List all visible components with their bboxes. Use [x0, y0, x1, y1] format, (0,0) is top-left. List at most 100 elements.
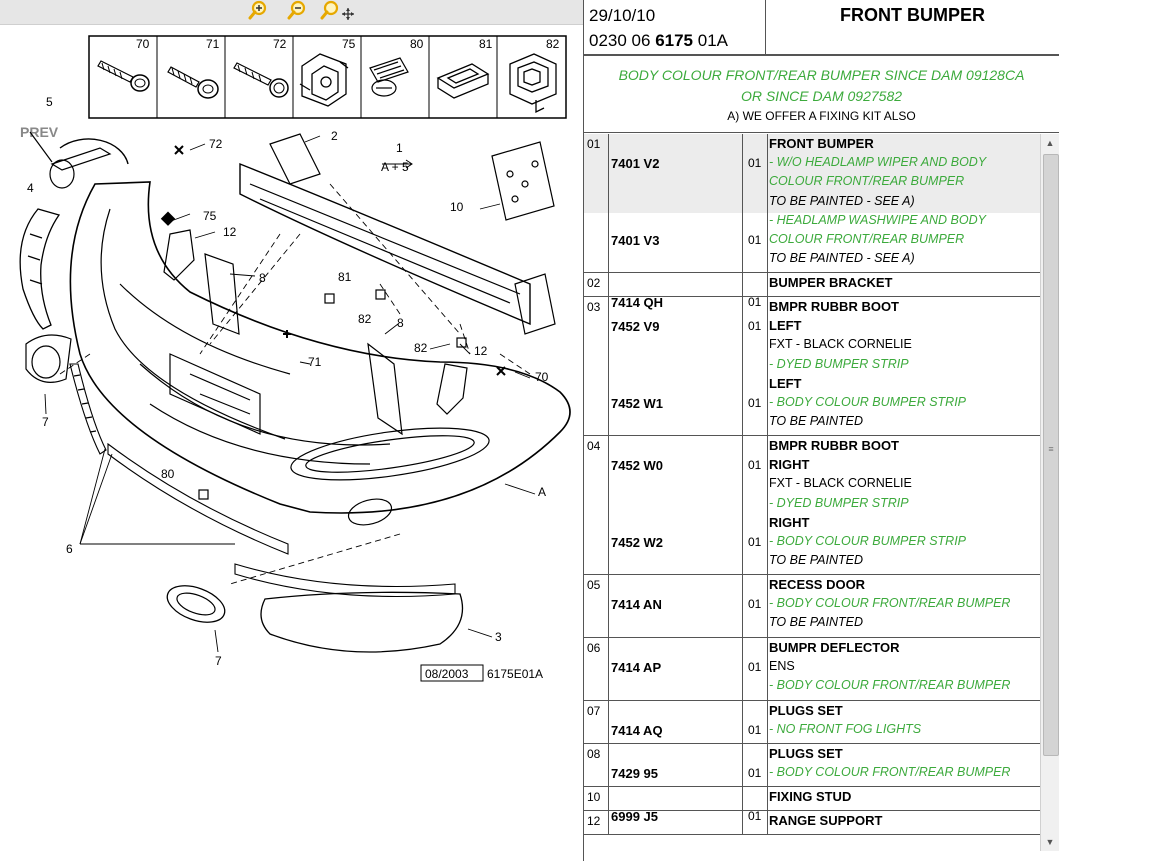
- part-description-line: LEFT: [769, 318, 802, 334]
- column-divider: [608, 744, 609, 786]
- callout-8b: 8: [397, 316, 404, 330]
- part-reference[interactable]: 6999 J5: [611, 809, 658, 825]
- column-divider: [608, 638, 609, 700]
- zoom-in-button[interactable]: [244, 0, 272, 22]
- part-quantity: 01: [748, 597, 762, 612]
- part-quantity: 01: [748, 156, 762, 171]
- part-description-line: - BODY COLOUR FRONT/REAR BUMPER: [769, 765, 1011, 780]
- part-number: 05: [587, 578, 601, 592]
- column-divider: [767, 811, 768, 834]
- zoom-in-icon: [248, 0, 267, 20]
- part-description-line: RIGHT: [769, 457, 810, 473]
- footer-ref: 6175E01A: [487, 667, 543, 681]
- part-description-line: FRONT BUMPER: [769, 136, 874, 151]
- page-title: FRONT BUMPER: [840, 5, 985, 25]
- column-divider: [767, 787, 768, 810]
- part-description-line: - BODY COLOUR BUMPER STRIP: [769, 534, 967, 548]
- part-reference[interactable]: 7452 V9: [611, 319, 660, 335]
- part-quantity: 01: [748, 766, 762, 781]
- part-reference[interactable]: 7452 W1: [611, 396, 664, 411]
- footer-date-box: [420, 664, 484, 682]
- column-divider: [742, 134, 743, 272]
- part-reference[interactable]: 7452 W0: [611, 458, 664, 474]
- callout-6: 6: [66, 542, 73, 556]
- part-reference[interactable]: 7414 QH: [611, 295, 664, 311]
- part-reference[interactable]: 7414 AP: [611, 660, 662, 676]
- grommet-81-icon: [436, 63, 490, 99]
- header-code: 0230 06 6175 01A: [589, 31, 728, 51]
- diagram-panel: 70 71 72 75 80 81 82 PREV: [0, 0, 583, 682]
- header-divider: [765, 0, 766, 54]
- column-divider: [608, 787, 609, 810]
- parts-panel: 29/10/10 0230 06 6175 01A FRONT BUMPER B…: [583, 0, 1060, 861]
- zoom-out-icon: [287, 0, 306, 20]
- callout-12a: 12: [223, 225, 237, 239]
- fasteners-frame: [88, 35, 567, 119]
- callout-82a: 82: [358, 312, 372, 326]
- prev-link[interactable]: PREV: [20, 124, 59, 140]
- part-reference[interactable]: 7429 95: [611, 766, 658, 782]
- column-divider: [608, 436, 609, 574]
- part-quantity: 01: [748, 319, 762, 334]
- note-box: BODY COLOUR FRONT/REAR BUMPER SINCE DAM …: [584, 56, 1059, 133]
- part-description-line: - DYED BUMPER STRIP: [769, 356, 909, 371]
- part-reference[interactable]: 7401 V3: [611, 233, 660, 248]
- parts-scrollbar[interactable]: ▲ ≡ ▼: [1040, 134, 1059, 851]
- part-description-line: - HEADLAMP WASHWIPE AND BODY: [769, 212, 986, 227]
- part-description-line: - W/O HEADLAMP WIPER AND BODY: [769, 155, 987, 170]
- column-divider: [742, 575, 743, 637]
- part-quantity: 01: [748, 295, 762, 310]
- callout-10: 10: [450, 200, 464, 214]
- column-divider: [742, 273, 743, 296]
- column-divider: [767, 701, 768, 743]
- zoom-out-button[interactable]: [283, 0, 311, 22]
- part-description-line: RECESS DOOR: [769, 577, 866, 592]
- part-description-line: COLOUR FRONT/REAR BUMPER: [769, 232, 965, 246]
- fastener-label-80: 80: [410, 37, 424, 51]
- callout-2: 2: [331, 129, 338, 143]
- part-reference[interactable]: 7401 V2: [611, 156, 660, 172]
- part-description-line: - NO FRONT FOG LIGHTS: [769, 722, 922, 737]
- fastener-label-82: 82: [546, 37, 560, 51]
- part-quantity: 01: [748, 233, 762, 247]
- callout-7b: 7: [215, 654, 222, 668]
- callout-80: 80: [161, 467, 175, 481]
- column-divider: [767, 273, 768, 296]
- part-description-line: BMPR RUBBR BOOT: [769, 299, 899, 314]
- part-reference[interactable]: 7414 AN: [611, 597, 662, 613]
- column-divider: [767, 297, 768, 435]
- fasteners-strip: [88, 35, 567, 119]
- exploded-parts-diagram: 70 71 72 75 80 81 82 PREV: [19, 35, 571, 682]
- scroll-thumb[interactable]: ≡: [1043, 154, 1059, 756]
- pan-button[interactable]: [318, 0, 358, 22]
- part-number: 12: [587, 814, 601, 828]
- fastener-label-72: 72: [273, 37, 287, 51]
- callout-3: 3: [495, 630, 502, 644]
- part-description-line: PLUGS SET: [769, 746, 843, 761]
- part-reference[interactable]: 7452 W2: [611, 535, 664, 550]
- column-divider: [767, 436, 768, 574]
- parts-row[interactable]: 01 7401 V2 01 FRONT BUMPER - W/O HEADLAMP WI…: [584, 134, 1041, 273]
- part-number: 01: [587, 137, 601, 151]
- callout-82b: 82: [414, 341, 428, 355]
- column-divider: [608, 134, 609, 272]
- part-description-line: TO BE PAINTED: [769, 553, 864, 568]
- callout-4: 4: [27, 181, 34, 195]
- part-description-line: FXT - BLACK CORNELIE: [769, 476, 912, 491]
- column-divider: [742, 436, 743, 574]
- scroll-down-arrow-icon[interactable]: ▼: [1045, 837, 1055, 847]
- part-quantity: 01: [748, 809, 762, 824]
- part-reference[interactable]: 7414 AQ: [611, 723, 663, 739]
- part-description-line: - DYED BUMPER STRIP: [769, 495, 909, 510]
- scroll-up-arrow-icon[interactable]: ▲: [1045, 138, 1055, 148]
- view-label-bottom: A + 5: [381, 160, 409, 174]
